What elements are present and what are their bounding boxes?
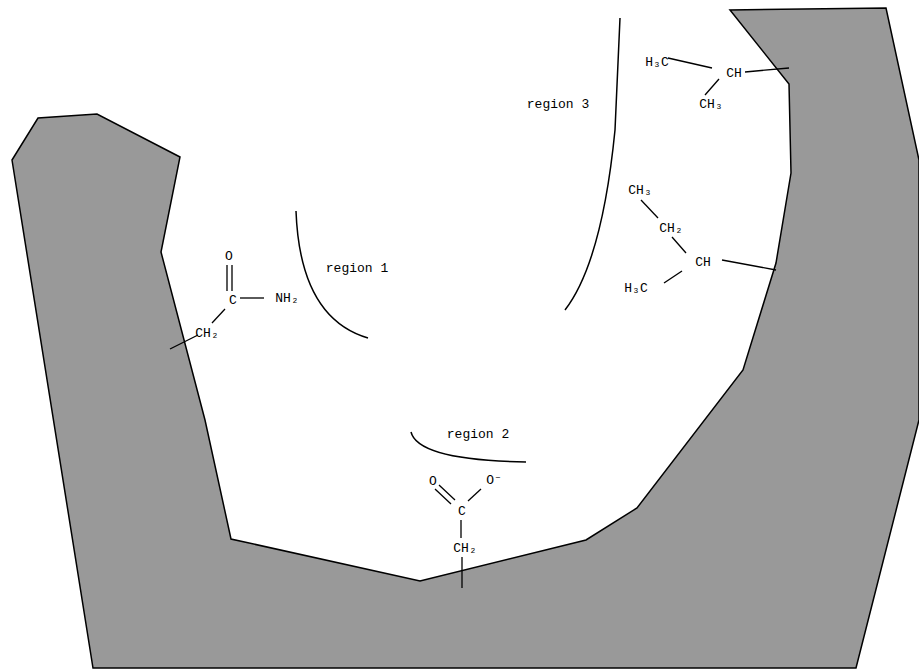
- region-boundaries: [296, 18, 620, 462]
- atom-label: C: [458, 504, 466, 519]
- atom-label: O: [429, 474, 437, 489]
- atom-label: C: [229, 293, 237, 308]
- bond-lines: [170, 58, 789, 588]
- region-label: region 3: [527, 97, 589, 112]
- atom-group: CH: [695, 255, 711, 270]
- atom-group: H₃C: [624, 281, 647, 296]
- atom-group: H₃C: [645, 55, 668, 70]
- atom-group: CH₂: [453, 541, 476, 556]
- region-label: region 1: [326, 261, 388, 276]
- atom-label: O: [225, 249, 233, 264]
- atom-group: CH₂: [195, 326, 218, 341]
- atom-group: CH₃: [699, 97, 722, 112]
- atom-label: O⁻: [486, 473, 502, 488]
- atom-group: NH₂: [275, 291, 298, 306]
- atom-group: CH₃: [628, 183, 651, 198]
- atom-group: CH₂: [659, 221, 682, 236]
- atom-group: CH: [726, 66, 742, 81]
- protein-surface: [12, 8, 919, 668]
- region-label: region 2: [447, 427, 509, 442]
